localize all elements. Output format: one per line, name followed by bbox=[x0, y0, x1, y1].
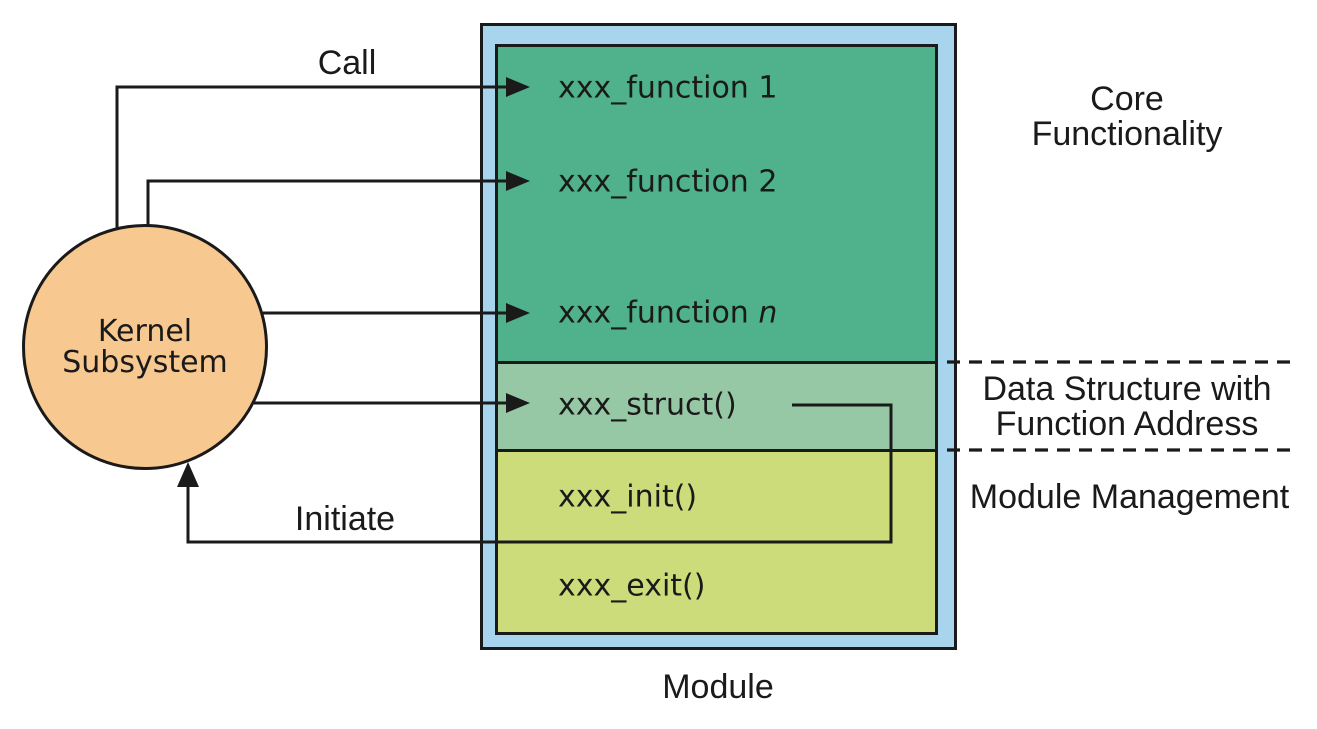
module-management-label: Module Management bbox=[969, 478, 1290, 516]
initiate-label: Initiate bbox=[294, 500, 396, 538]
module-box bbox=[495, 44, 938, 635]
init-label: xxx_init() bbox=[558, 479, 698, 515]
kernel-label-line1: Kernel bbox=[97, 314, 193, 349]
call-arrow-1-line bbox=[115, 85, 506, 228]
function-n-prefix: xxx_function bbox=[558, 295, 759, 331]
data-structure-line2: Function Address bbox=[995, 405, 1259, 443]
core-functionality-line1: Core bbox=[1090, 80, 1164, 118]
data-structure-line1: Data Structure with bbox=[982, 370, 1272, 408]
initiate-arrow-head bbox=[177, 462, 199, 487]
module-management-section bbox=[498, 449, 935, 632]
core-functionality-line2: Functionality bbox=[1031, 115, 1223, 153]
struct-label: xxx_struct() bbox=[558, 387, 737, 423]
exit-label: xxx_exit() bbox=[558, 568, 706, 604]
data-structure-label: Data Structure with Function Address bbox=[957, 372, 1297, 442]
function-1-label: xxx_function 1 bbox=[558, 70, 778, 106]
call-arrow-2-line bbox=[146, 179, 506, 225]
kernel-label-line2: Subsystem bbox=[62, 345, 228, 380]
core-functionality-section bbox=[498, 47, 935, 361]
kernel-subsystem-circle: Kernel Subsystem bbox=[22, 224, 268, 470]
function-2-label: xxx_function 2 bbox=[558, 164, 778, 200]
module-caption: Module bbox=[662, 668, 774, 706]
core-functionality-label: Core Functionality bbox=[957, 82, 1297, 152]
function-n-label: xxx_function n bbox=[558, 296, 777, 331]
call-label: Call bbox=[317, 44, 377, 82]
function-n-variable: n bbox=[758, 295, 778, 331]
